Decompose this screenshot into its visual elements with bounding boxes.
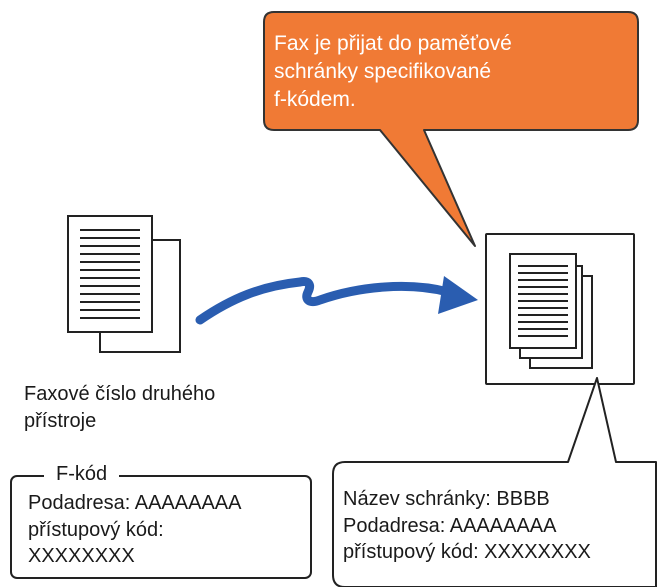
fcode-details: Podadresa: AAAAAAAA přístupový kód: XXXX… [28,492,242,567]
arrow-head [438,276,478,314]
sender-fax-number-label: Faxové číslo druhého přístroje [24,383,216,432]
mailbox-document-icon [509,253,593,369]
callout-text: Fax je přijat do paměťové schránky speci… [274,32,512,111]
orange-callout-bubble [263,11,639,247]
fcode-box [10,475,312,579]
mailbox-info-bubble [332,377,657,587]
transmission-arrow [195,276,478,325]
fcode-legend: F-kód [44,462,120,486]
sender-document-icon [67,215,181,353]
mailbox-details: Název schránky: BBBB Podadresa: AAAAAAAA… [343,488,591,563]
